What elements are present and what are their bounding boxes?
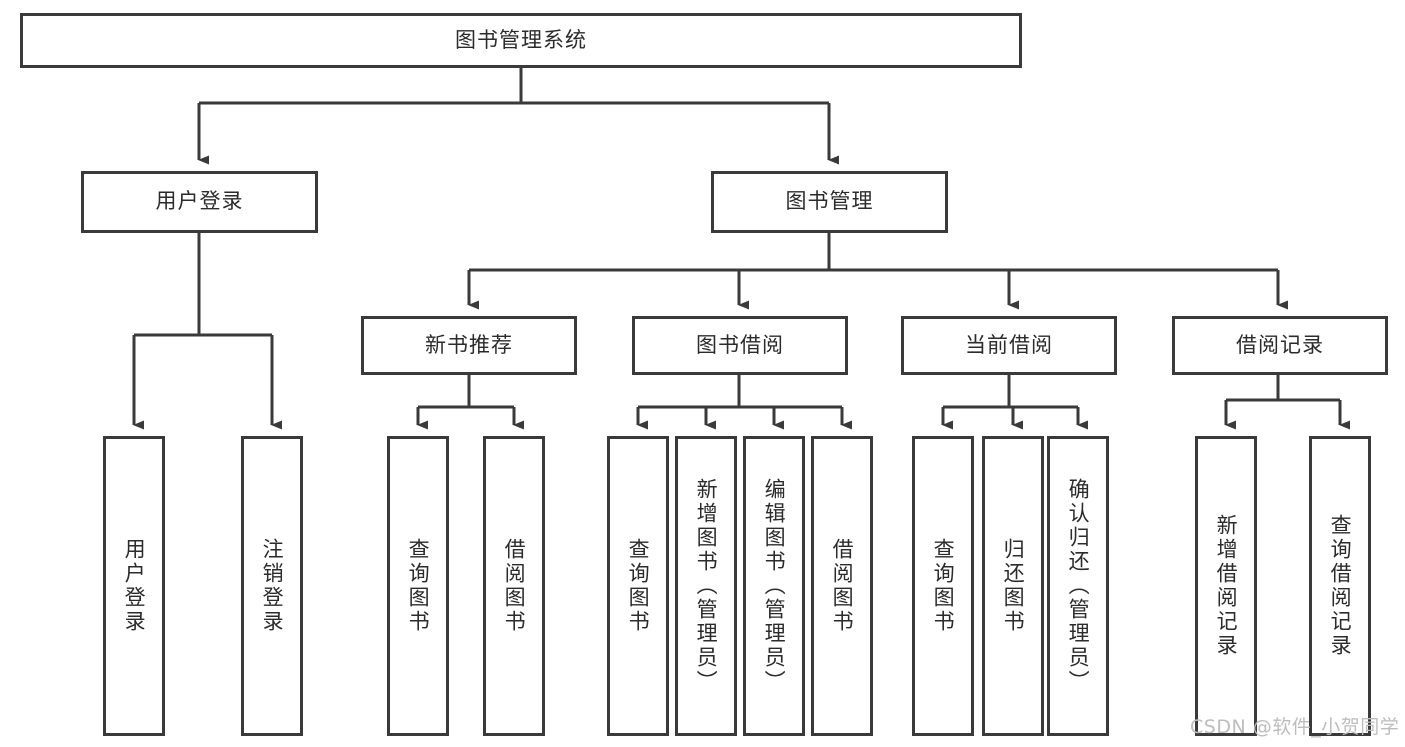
node-leaf-edit-book[interactable]: 编辑图书（管理员）: [743, 436, 805, 736]
node-borrow-record[interactable]: 借阅记录: [1172, 316, 1388, 375]
node-leaf-add-borrow-record-label: 新增借阅记录: [1214, 514, 1239, 658]
node-new-book-recommend-label: 新书推荐: [425, 332, 513, 357]
node-leaf-borrow-book[interactable]: 借阅图书: [811, 436, 873, 736]
node-leaf-edit-book-label: 编辑图书（管理员）: [762, 478, 787, 694]
node-current-borrow[interactable]: 当前借阅: [901, 316, 1117, 375]
node-user-login-label: 用户登录: [155, 189, 244, 214]
node-borrow-record-label: 借阅记录: [1236, 332, 1324, 357]
node-leaf-query-borrow-record[interactable]: 查询借阅记录: [1309, 436, 1371, 736]
node-leaf-return-book-label: 归还图书: [1001, 538, 1026, 634]
node-leaf-user-login-label: 用户登录: [122, 538, 147, 634]
node-book-borrow[interactable]: 图书借阅: [632, 316, 848, 375]
node-root[interactable]: 图书管理系统: [20, 13, 1022, 68]
node-leaf-query-book-borrow[interactable]: 查询图书: [607, 436, 669, 736]
node-current-borrow-label: 当前借阅: [965, 332, 1053, 357]
node-leaf-query-book-rec-label: 查询图书: [406, 538, 431, 634]
node-leaf-query-book-current[interactable]: 查询图书: [912, 436, 974, 736]
node-new-book-recommend[interactable]: 新书推荐: [361, 316, 577, 375]
node-leaf-user-logout-label: 注销登录: [260, 538, 285, 634]
node-leaf-borrow-book-rec-label: 借阅图书: [502, 538, 527, 634]
node-leaf-user-logout[interactable]: 注销登录: [241, 436, 303, 736]
node-leaf-add-book[interactable]: 新增图书（管理员）: [675, 436, 737, 736]
node-leaf-add-book-label: 新增图书（管理员）: [694, 478, 719, 694]
node-book-manage-label: 图书管理: [785, 189, 874, 214]
node-leaf-confirm-return[interactable]: 确认归还（管理员）: [1047, 436, 1109, 736]
node-leaf-add-borrow-record[interactable]: 新增借阅记录: [1195, 436, 1257, 736]
node-root-label: 图书管理系统: [455, 27, 587, 52]
node-leaf-user-login[interactable]: 用户登录: [103, 436, 165, 736]
node-user-login[interactable]: 用户登录: [81, 171, 318, 233]
node-leaf-borrow-book-label: 借阅图书: [830, 538, 855, 634]
node-leaf-query-borrow-record-label: 查询借阅记录: [1328, 514, 1353, 658]
node-book-borrow-label: 图书借阅: [696, 332, 784, 357]
node-leaf-return-book[interactable]: 归还图书: [982, 436, 1044, 736]
node-leaf-query-book-borrow-label: 查询图书: [626, 538, 651, 634]
node-book-manage[interactable]: 图书管理: [711, 171, 948, 233]
node-leaf-borrow-book-rec[interactable]: 借阅图书: [483, 436, 545, 736]
node-leaf-query-book-rec[interactable]: 查询图书: [387, 436, 449, 736]
node-leaf-confirm-return-label: 确认归还（管理员）: [1066, 478, 1091, 694]
watermark: CSDN @软件_小贺同学: [1190, 716, 1400, 738]
node-leaf-query-book-current-label: 查询图书: [931, 538, 956, 634]
